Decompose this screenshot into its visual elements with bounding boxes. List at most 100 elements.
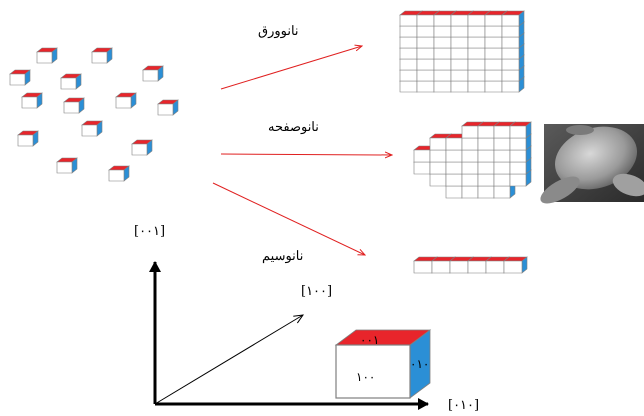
cube-front-face (36, 51, 53, 64)
cube-front-face (477, 173, 495, 187)
cube-front-face (493, 137, 511, 151)
cube-front-face (429, 149, 447, 163)
axis-label-001: [۰۰۱] (134, 224, 166, 239)
cube-front-face (467, 80, 486, 93)
cube-front-face (477, 161, 495, 175)
cube-front-face (399, 69, 418, 82)
axis-diagonal (154, 315, 303, 405)
cube-front-face (477, 149, 495, 163)
cube-front-face (399, 14, 418, 27)
cube-front-face (416, 36, 435, 49)
cube-front-face (484, 58, 503, 71)
cube-front-face (17, 134, 34, 147)
cube-front-face (493, 149, 511, 163)
cube-front-face (501, 25, 520, 38)
cube-front-face (433, 69, 452, 82)
cube-front-face (461, 125, 479, 139)
cube-front-face (445, 185, 463, 199)
cube-front-face (477, 137, 495, 151)
cube-front-face (63, 101, 80, 114)
cube (36, 47, 58, 64)
cube (509, 121, 532, 139)
cube-front-face (493, 185, 511, 199)
cube-front-face (450, 25, 469, 38)
cube-front-face (429, 161, 447, 175)
cube (56, 157, 78, 174)
cube-front-face (450, 36, 469, 49)
cube-front-face (445, 173, 463, 187)
nanoplate-structure (413, 121, 532, 199)
cube-front-face (56, 161, 73, 174)
cube-front-face (115, 96, 132, 109)
cube-front-face (467, 260, 487, 274)
cube-front-face (467, 36, 486, 49)
cube-front-face (433, 14, 452, 27)
cube (91, 47, 113, 64)
cube-front-face (461, 149, 479, 163)
cube-front-face (433, 80, 452, 93)
cube-front-face (484, 69, 503, 82)
cube-front-face (60, 77, 77, 90)
arrow-to-nanoplate (220, 154, 392, 155)
cube-front-face (429, 137, 447, 151)
cube-front-face (509, 137, 527, 151)
cube-front-face (501, 80, 520, 93)
cube-front-face (461, 173, 479, 187)
arrow-to-nanosheet (220, 46, 362, 90)
cube-front-face (429, 173, 447, 187)
unit-crystal-cube (334, 329, 432, 399)
cube (115, 92, 137, 109)
cube (9, 69, 31, 86)
cube-front-face (433, 58, 452, 71)
cube-front-face (399, 36, 418, 49)
cube-front-face (503, 260, 523, 274)
cube-front-face (399, 80, 418, 93)
cube-front-face (433, 36, 452, 49)
cube-front-face (81, 124, 98, 137)
cube (81, 120, 103, 137)
cube-front-face (509, 125, 527, 139)
cube-front-face (493, 173, 511, 187)
cube-front-face (142, 69, 159, 82)
cube-front-face (501, 14, 520, 27)
cube-front-face (449, 260, 469, 274)
cube-front-face (450, 80, 469, 93)
axis-label-100: [۱۰۰] (301, 284, 333, 299)
cube-front-face (467, 14, 486, 27)
cube-front-face (399, 58, 418, 71)
cube-front-face (450, 69, 469, 82)
label-nanosheet: نانوورق (258, 24, 299, 39)
cube-front-face (467, 47, 486, 60)
cube-front-face (433, 25, 452, 38)
cube-front-face (416, 69, 435, 82)
sem-image (540, 124, 644, 204)
cube-front-face (477, 125, 495, 139)
seed-particles (9, 47, 179, 182)
cube-front-face (509, 173, 527, 187)
cube-front-face (416, 58, 435, 71)
cube (63, 97, 85, 114)
cube-front-face (501, 69, 520, 82)
cube-front-face (431, 260, 451, 274)
cube-front-face (433, 47, 452, 60)
cube-front-face (416, 47, 435, 60)
face-label-front: ۱۰۰ (356, 370, 376, 384)
cube-front-face (445, 149, 463, 163)
label-nanowire: نانوسیم (262, 249, 304, 264)
cube-front-face (445, 161, 463, 175)
cube-front-face (21, 96, 38, 109)
cube-front-face (484, 80, 503, 93)
cube-front-face (484, 47, 503, 60)
face-label-top: ۰۰۱ (360, 333, 380, 347)
cube-front-face (484, 14, 503, 27)
cube (17, 130, 39, 147)
cube-front-face (445, 137, 463, 151)
cube-front-face (461, 161, 479, 175)
cube-front-face (450, 14, 469, 27)
cube (21, 92, 43, 109)
cube-front-face (157, 103, 174, 116)
cube-front-face (413, 260, 433, 274)
cube (503, 256, 528, 274)
